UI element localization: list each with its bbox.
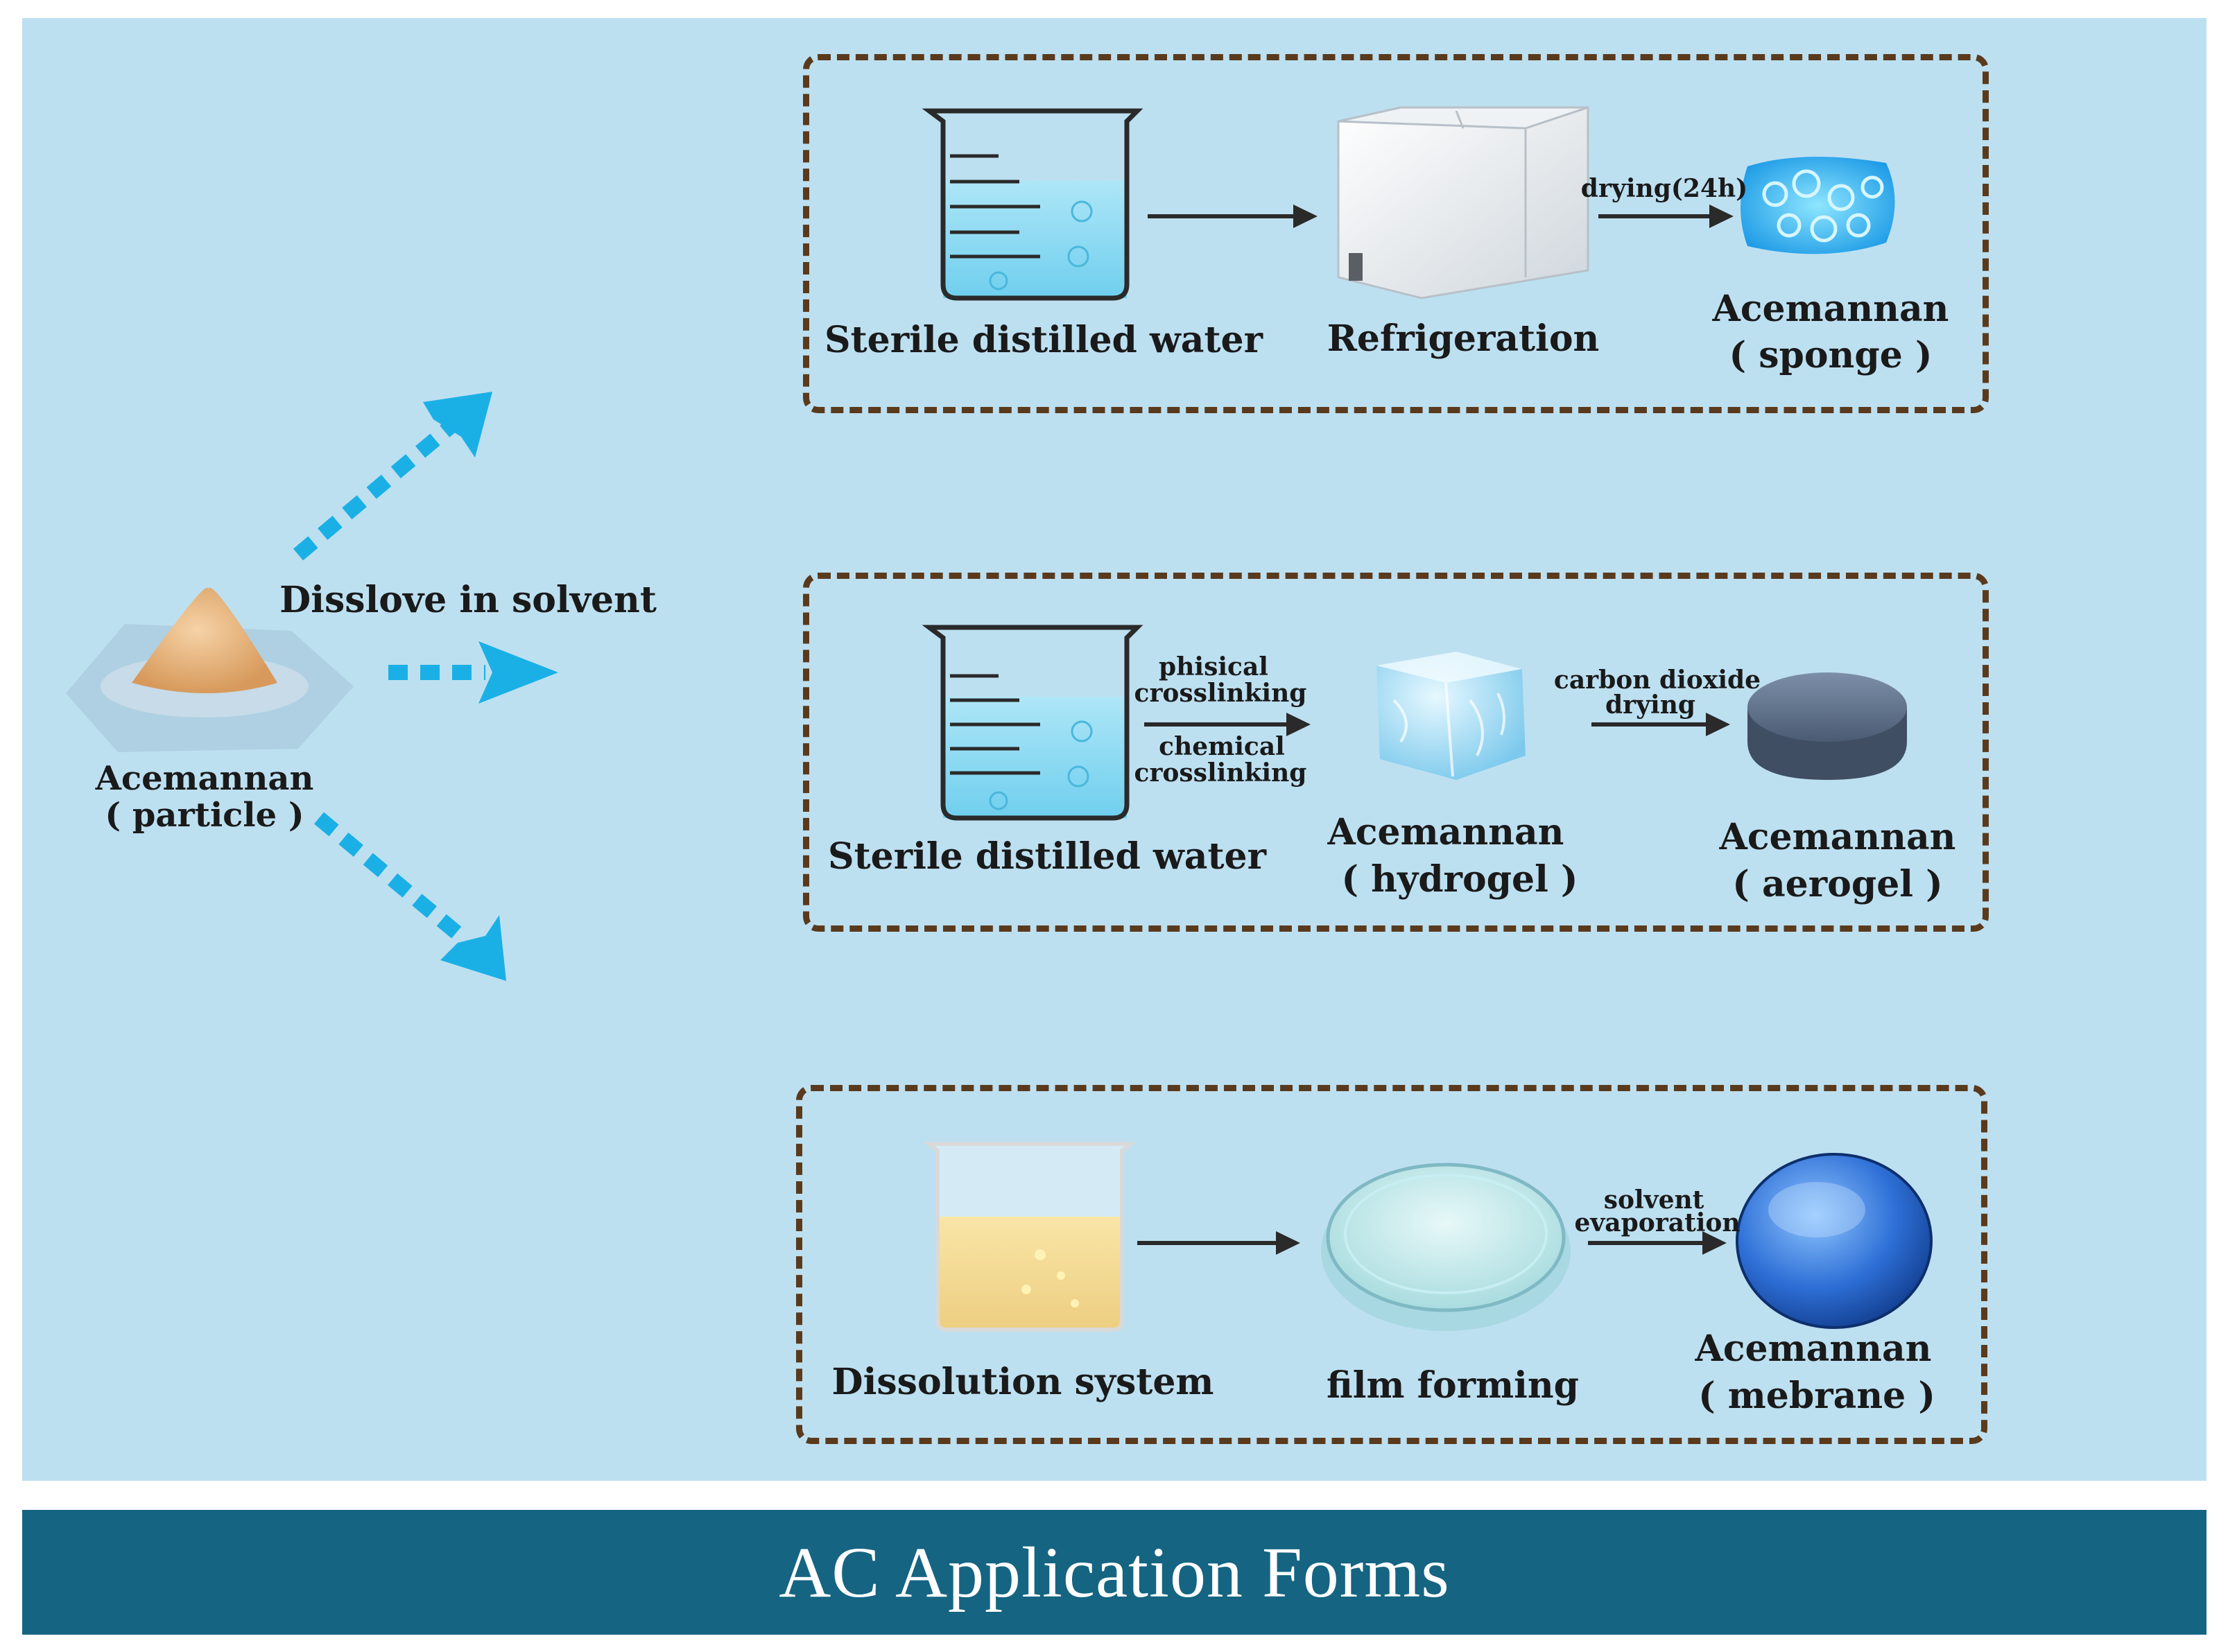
product-name-label: Acemannan (1695, 1328, 1932, 1370)
source-name-label: Acemannan (95, 759, 314, 798)
mid-label: film forming (1326, 1364, 1580, 1407)
beaker-icon (922, 625, 1143, 821)
aerogel-disc-icon (1747, 672, 1907, 780)
product-name-label: Acemannan (1719, 816, 1956, 858)
step-label: phisical (1159, 652, 1268, 681)
arrow-right (1598, 205, 1734, 228)
start-label: Dissolution system (831, 1361, 1214, 1403)
title-banner: AC Application Forms (22, 1510, 2207, 1635)
beaker-yellow-icon (923, 1142, 1137, 1332)
hydrogel-icon (1376, 652, 1526, 780)
step-label: drying(24h) (1580, 174, 1748, 203)
step-label: evaporation (1574, 1208, 1741, 1237)
step-label: crosslinking (1134, 679, 1307, 708)
petri-dish-icon (1321, 1163, 1571, 1331)
step-label: solvent (1603, 1185, 1704, 1215)
freezer-icon (1337, 106, 1589, 299)
step-label: crosslinking (1134, 758, 1307, 788)
process-box-aerogel (803, 573, 1989, 932)
mid-label: Refrigeration (1327, 318, 1600, 360)
start-label: Sterile distilled water (828, 835, 1266, 878)
dotted-arrow-down (313, 812, 506, 981)
product-form-label: ( aerogel ) (1732, 863, 1943, 905)
membrane-disc-icon (1736, 1153, 1933, 1329)
banner-title: AC Application Forms (779, 1532, 1450, 1612)
start-label: Sterile distilled water (824, 319, 1263, 361)
process-box-membrane (796, 1085, 1987, 1444)
arrow-right (1148, 205, 1318, 228)
sponge-icon (1741, 157, 1895, 254)
mid-name-label: Acemannan (1327, 811, 1564, 853)
process-box-sponge (803, 54, 1989, 413)
step-label: drying (1605, 690, 1696, 720)
source-form-label: ( particle ) (105, 796, 304, 835)
step-label: carbon dioxide (1553, 666, 1761, 695)
action-label: Disslove in solvent (279, 579, 657, 621)
beaker-icon (922, 108, 1143, 301)
arrow-right (1588, 1231, 1727, 1255)
powder-pile-icon (66, 587, 354, 752)
dotted-arrow-up (293, 392, 492, 561)
dotted-arrow-right (388, 641, 558, 704)
mid-form-label: ( hydrogel ) (1341, 858, 1578, 901)
product-form-label: ( mebrane ) (1698, 1375, 1935, 1417)
arrow-right (1144, 713, 1311, 736)
product-name-label: Acemannan (1712, 288, 1949, 330)
step-label: chemical (1159, 732, 1285, 761)
arrow-right (1591, 713, 1730, 736)
product-form-label: ( sponge ) (1729, 334, 1933, 376)
arrow-right (1137, 1231, 1300, 1255)
